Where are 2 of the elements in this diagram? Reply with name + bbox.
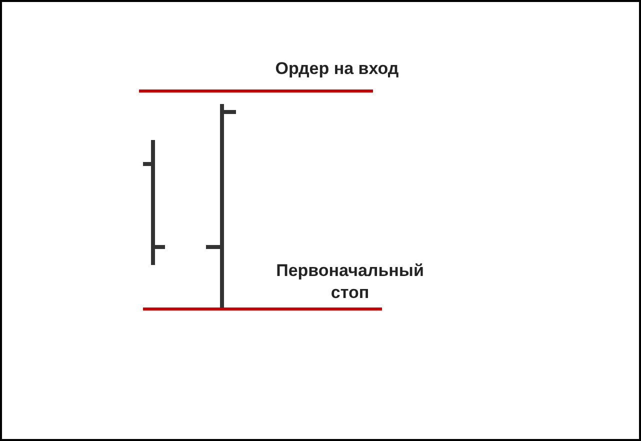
- initial-stop-label: Первоначальный стоп: [275, 260, 425, 304]
- entry-order-label: Ордер на вход: [274, 58, 400, 80]
